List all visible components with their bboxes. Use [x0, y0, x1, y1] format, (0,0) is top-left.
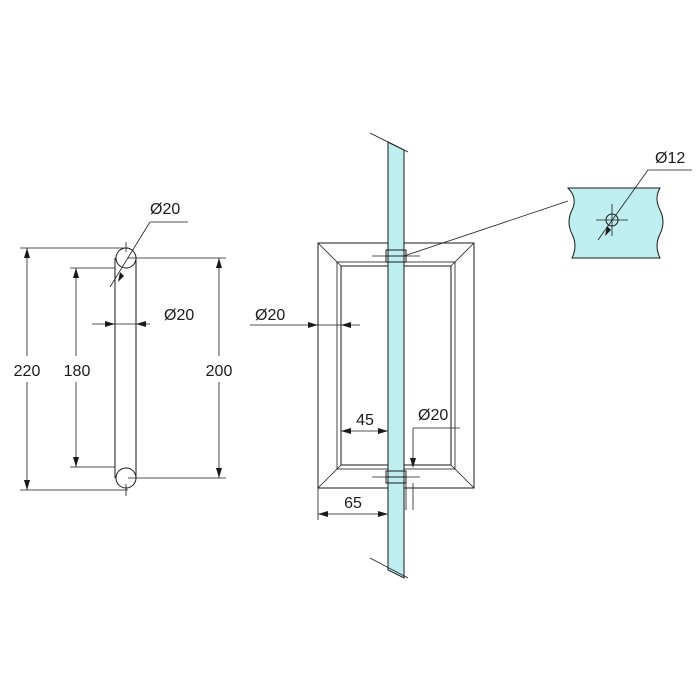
arrow-200-bottom [216, 468, 222, 478]
bevel-br [450, 464, 475, 489]
dim-180-label: 180 [64, 363, 91, 380]
dim-200-label: 200 [206, 363, 233, 380]
dim-post-diameter-label: Ø20 [418, 407, 448, 424]
arrow-220-top [24, 248, 30, 258]
detail-glass-section [566, 187, 664, 259]
dim-hole-diameter-label: Ø12 [655, 150, 685, 167]
side-view: 220 180 200 Ø20 Ø20 [8, 201, 240, 496]
arrow-220-bottom [24, 480, 30, 490]
front-view: Ø20 45 65 Ø20 [250, 132, 569, 579]
arrow-handle-left [308, 322, 318, 328]
dim-bar-diameter-label: Ø20 [164, 307, 194, 324]
arrow-65-right [378, 511, 388, 517]
arrow-45-right [378, 428, 388, 434]
leader-hole-diameter [597, 169, 649, 241]
dim-end-diameter-label: Ø20 [150, 201, 180, 218]
arrow-hole-diameter [605, 226, 611, 236]
bevel-tr [450, 242, 475, 267]
arrow-180-top [73, 268, 79, 278]
arrow-end-diameter [118, 272, 124, 282]
arrow-handle-right [341, 322, 351, 328]
dim-45-label: 45 [356, 412, 374, 429]
dim-65-label: 65 [344, 495, 362, 512]
bevel-tl [317, 242, 342, 267]
dim-handle-diameter-label: Ø20 [255, 307, 285, 324]
glass-pane [387, 141, 405, 579]
detail-leader [403, 200, 569, 257]
detail-view: Ø12 [566, 150, 692, 259]
arrow-45-left [341, 428, 351, 434]
glass-break-top [369, 132, 409, 153]
arrow-bar-right [136, 321, 146, 327]
dim-220-label: 220 [14, 363, 41, 380]
arrow-bar-left [105, 321, 115, 327]
arrow-65-left [318, 511, 328, 517]
glass-break-bottom [369, 557, 409, 579]
arrow-180-bottom [73, 457, 79, 467]
leader-end-diameter [109, 221, 151, 288]
arrow-200-top [216, 258, 222, 268]
arrow-post-diameter [410, 458, 416, 468]
bevel-bl [317, 464, 342, 489]
